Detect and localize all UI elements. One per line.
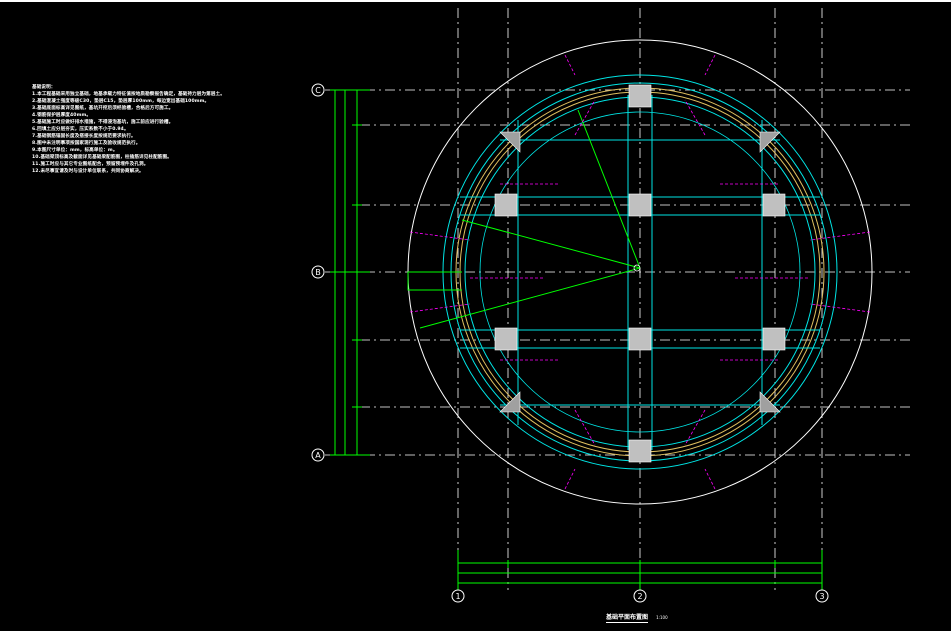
drawing-primitive	[564, 468, 576, 490]
axis-bubble-1	[451, 589, 465, 603]
note-line: 基础说明：	[32, 85, 56, 90]
column	[628, 439, 652, 463]
bottom-dimensions	[457, 550, 823, 590]
drawing-scale: 1:100	[656, 615, 668, 620]
note-line: 4.钢筋保护层厚度40mm。	[32, 113, 92, 118]
drawing-primitive	[574, 409, 596, 446]
drawing-primitive	[499, 391, 521, 413]
axis-label-2: 2	[637, 592, 642, 601]
drawing-primitive	[409, 303, 471, 313]
drawing-primitive	[564, 54, 576, 76]
axis-bubble-2	[633, 589, 647, 603]
drawing-primitive	[407, 271, 462, 291]
axis-labels: C B A 1 2 3	[315, 86, 824, 601]
column	[494, 193, 518, 217]
note-line: 8.图中未注明事项按国家现行施工及验收规范执行。	[32, 141, 141, 146]
axis-label-c: C	[315, 86, 321, 95]
column	[762, 193, 786, 217]
drawing-primitive	[574, 99, 596, 136]
drawing-primitive	[499, 131, 521, 153]
axis-bubble-b	[311, 265, 325, 279]
drawing-primitive	[577, 109, 641, 269]
note-line: 6.回填土应分层夯实，压实系数不小于0.94。	[32, 127, 129, 132]
section-marks	[409, 54, 871, 490]
grid-lines	[325, 8, 910, 590]
left-dimensions	[330, 89, 370, 456]
note-line: 9.本图尺寸单位：mm，标高单位：m。	[32, 148, 118, 153]
note-line: 2.基础混凝土强度等级C30，垫层C15，垫层厚100mm，每边宽出基础100m…	[32, 99, 210, 104]
drawing-primitive	[759, 131, 781, 153]
center-mark	[633, 264, 641, 272]
drawing-primitive	[704, 54, 716, 76]
note-line: 5.基础施工时应做好排水措施，不得浸泡基坑，施工前应进行验槽。	[32, 120, 174, 125]
design-notes: 基础说明： 1.本工程基础采用独立基础，地基承载力特征值按地质勘察报告确定，基础…	[32, 84, 232, 175]
viewport-border-line	[0, 0, 951, 2]
axis-bubble-c	[311, 83, 325, 97]
drawing-primitive	[809, 303, 871, 313]
radial-lines	[407, 109, 641, 329]
columns	[494, 84, 786, 463]
drawing-primitive	[409, 231, 471, 241]
drawing-primitive	[419, 267, 641, 329]
drawing-primitive	[759, 391, 781, 413]
note-line: 12.未尽事宜请及时与设计单位联系，共同协商解决。	[32, 169, 144, 174]
drawing-primitive	[704, 468, 716, 490]
corner-columns	[499, 131, 781, 413]
column	[628, 84, 652, 108]
axis-label-3: 3	[819, 592, 824, 601]
axis-label-b: B	[315, 268, 321, 277]
inner-ring-line	[479, 111, 801, 433]
note-line: 11.施工时应与其它专业图纸配合，预留预埋件及孔洞。	[32, 162, 149, 167]
drawing-title: 基础平面布置图	[606, 614, 649, 623]
axis-bubble-3	[815, 589, 829, 603]
column	[494, 327, 518, 351]
drawing-primitive	[809, 231, 871, 241]
column	[628, 327, 652, 351]
note-line: 10.基础梁顶标高及截面详见基础梁配筋图，柱插筋详见柱配筋图。	[32, 155, 172, 160]
note-line: 3.基础底面标高详见图纸，基坑开挖后须经验槽，合格后方可施工。	[32, 106, 174, 111]
axis-label-1: 1	[455, 592, 460, 601]
drawing-title-block: 基础平面布置图 1:100	[606, 612, 668, 623]
note-line: 7.基础钢筋锚固长度及搭接长度按规范要求执行。	[32, 134, 136, 139]
column	[762, 327, 786, 351]
drawing-primitive	[461, 219, 641, 269]
axis-bubble-a	[311, 448, 325, 462]
column	[628, 193, 652, 217]
axis-label-a: A	[315, 451, 321, 460]
drawing-primitive	[684, 99, 706, 136]
axis-bubbles	[311, 83, 829, 603]
drawing-primitive	[684, 409, 706, 446]
note-line: 1.本工程基础采用独立基础，地基承载力特征值按地质勘察报告确定，基础持力层为第层…	[32, 92, 225, 97]
